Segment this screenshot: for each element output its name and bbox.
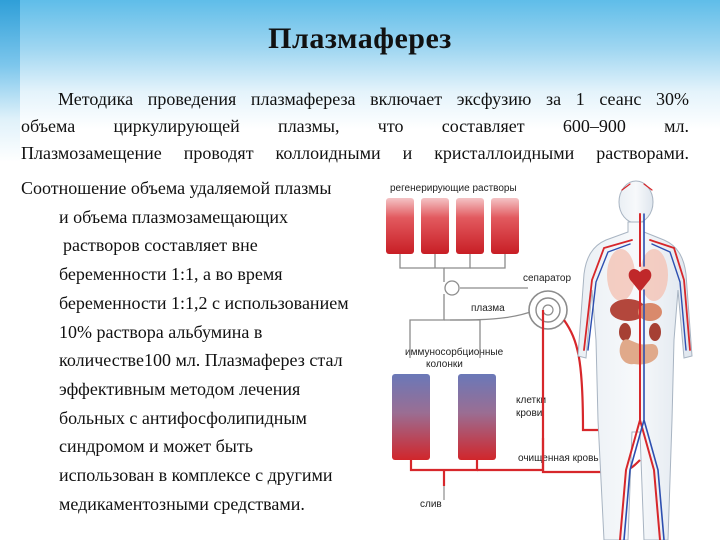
text-line: растворов составляет вне: [63, 235, 258, 256]
solution-bag: [386, 198, 414, 254]
continuation-text: Соотношение объема удаляемой плазмы и об…: [21, 174, 381, 518]
label-blood-cells-2: крови: [516, 408, 542, 419]
text-line: больных с антифосфолипидным: [59, 407, 307, 428]
label-plasma: плазма: [471, 303, 505, 314]
left-accent-strip: [0, 0, 20, 540]
text-line: количестве100 мл. Плазмаферез стал: [59, 350, 343, 371]
liver: [610, 299, 646, 321]
blood-lines: [409, 310, 650, 486]
solution-bag: [456, 198, 484, 254]
text-line: эффективным методом лечения: [59, 378, 301, 399]
label-immunosorption-2: колонки: [426, 359, 463, 370]
column: [458, 374, 496, 460]
vessels: [583, 183, 691, 540]
kidney-right: [649, 323, 661, 341]
lung-left: [607, 249, 635, 301]
label-cleaned-blood: очищенная кровь: [518, 453, 599, 464]
label-separator: сепаратор: [523, 273, 571, 284]
solution-bag: [491, 198, 519, 254]
text-line: Соотношение объема удаляемой плазмы: [21, 178, 332, 198]
text-line: и объема плазмозамещающих: [59, 206, 289, 227]
lung-right: [640, 249, 668, 301]
separator-icon: [528, 290, 568, 330]
column: [392, 374, 430, 460]
intro-paragraph: Методика проведения плазмафереза включае…: [21, 86, 689, 167]
label-regenerating-solutions: регенерирующие растворы: [390, 183, 517, 194]
text-line: использован в комплексе с другими: [59, 465, 333, 486]
valve-icon: [444, 280, 460, 296]
immunosorption-columns: [392, 374, 496, 460]
label-waste: слив: [420, 499, 442, 510]
slide-title: Плазмаферез: [268, 22, 452, 55]
text-line: 10% раствора альбумина в: [59, 321, 263, 342]
paragraph-line: объема циркулирующей плазмы, что составл…: [21, 116, 689, 136]
label-blood-cells-1: клетки: [516, 395, 546, 406]
plasmapheresis-diagram: регенерирующие растворы сепаратор плазма…: [386, 180, 693, 540]
kidney-left: [619, 323, 631, 341]
intestines: [619, 339, 659, 365]
paragraph-line: Методика проведения плазмафереза включае…: [58, 89, 689, 109]
text-line: медикаментозными средствами.: [59, 493, 305, 514]
solution-bag: [421, 198, 449, 254]
heart-icon: [628, 269, 652, 292]
text-line: беременности 1:1,2 с использованием: [59, 292, 349, 313]
human-body: [577, 180, 693, 540]
label-immunosorption-1: иммуносорбционные: [405, 346, 504, 358]
paragraph-line: Плазмозамещение проводят коллоидными и к…: [21, 143, 689, 163]
solution-bags: [386, 198, 519, 254]
text-line: беременности 1:1, а во время: [59, 264, 283, 285]
organs: [607, 249, 668, 365]
stomach: [638, 303, 662, 321]
text-line: синдромом и может быть: [59, 436, 253, 457]
